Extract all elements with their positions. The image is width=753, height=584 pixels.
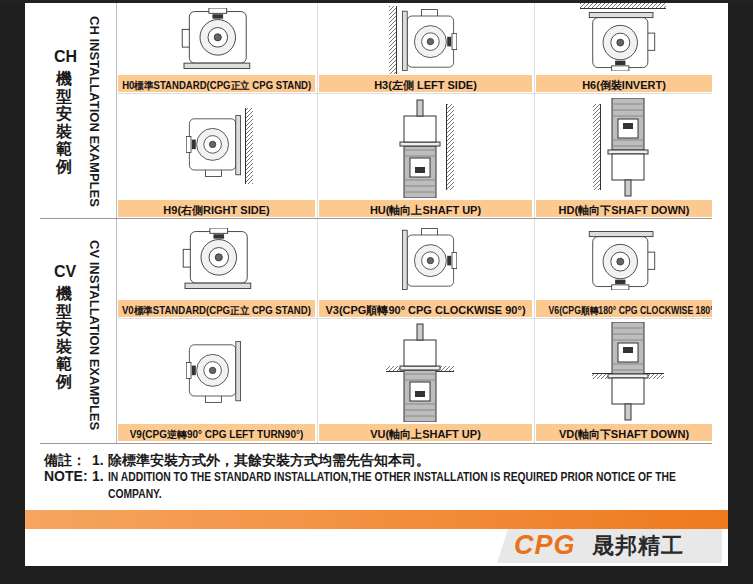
caption-text: H0標準STANDARD(CPG正立 CPG STAND) [122, 77, 311, 92]
orange-band [25, 510, 728, 529]
caption-text: HU(軸向上SHAFT UP) [370, 202, 481, 217]
section-title-en: CH INSTALLATION EXAMPLES [87, 16, 101, 207]
section-code: CV [54, 263, 76, 281]
caption-text: VU(軸向上SHAFT UP) [370, 426, 481, 441]
caption-text: H9(右側RIGHT SIDE) [163, 202, 269, 217]
caption-text: V3(CPG順轉90° CPG CLOCKWISE 90°) [325, 302, 525, 317]
drawing-part [389, 6, 396, 74]
note-text: 除標準安裝方式外，其餘安裝方式均需先告知本司。 [108, 452, 430, 468]
drawing-part [608, 98, 648, 196]
caption-bar: HU(軸向上SHAFT UP) [319, 200, 532, 217]
drawing-part [317, 3, 318, 443]
drawing-part [447, 104, 454, 190]
drawing-part [580, 3, 666, 8]
drawing-part [183, 228, 251, 288]
caption-bar: V0標準STANDARD(CPG正立 CPG STAND) [118, 300, 315, 317]
caption-text: H3(左側 LEFT SIDE) [374, 77, 477, 92]
drawing-part [186, 116, 240, 177]
drawing-part [589, 231, 654, 290]
caption-bar: V3(CPG順轉90° CPG CLOCKWISE 90°) [319, 300, 532, 317]
caption-text: V9(CPG逆轉90° CPG LEFT TURN90°) [130, 426, 304, 441]
caption-bar: V6(CPG順轉180° CPG CLOCKWISE 180°) [536, 300, 712, 317]
note-number: 1. [92, 452, 104, 468]
drawing-part [245, 108, 246, 184]
caption-bar: HD(軸向下SHAFT DOWN) [536, 200, 712, 217]
caption-bar: H6(倒裝INVERT) [536, 75, 712, 92]
drawing-part [116, 3, 117, 443]
drawing-part [608, 322, 648, 420]
drawing-part [446, 104, 447, 190]
drawing-part [116, 318, 712, 319]
note-text: IN ADDITION TO THE STANDARD INSTALLATION… [108, 469, 710, 503]
logo-panel [497, 529, 722, 563]
section-title-zh: 機型安裝範例 [56, 285, 72, 391]
drawing-part [182, 8, 250, 68]
drawing-part [580, 8, 666, 9]
caption-bar: H0標準STANDARD(CPG正立 CPG STAND) [118, 75, 315, 92]
drawing-part [534, 3, 535, 443]
drawing-part [400, 324, 440, 422]
caption-text: H6(倒裝INVERT) [582, 77, 666, 92]
caption-text: VD(軸向下SHAFT DOWN) [559, 426, 689, 441]
grid [40, 3, 712, 444]
drawing-part [186, 342, 240, 403]
caption-text: V0標準STANDARD(CPG正立 CPG STAND) [122, 302, 311, 317]
caption-bar: V9(CPG逆轉90° CPG LEFT TURN90°) [118, 424, 315, 441]
section-code: CH [54, 48, 77, 66]
caption-text: V6(CPG順轉180° CPG CLOCKWISE 180°) [549, 302, 712, 317]
caption-bar: VD(軸向下SHAFT DOWN) [536, 424, 712, 441]
section-title-zh: 機型安裝範例 [56, 70, 72, 176]
note-head: 備註： [44, 452, 86, 468]
brand-logo: CPG [514, 530, 576, 560]
caption-bar: H3(左側 LEFT SIDE) [319, 75, 532, 92]
page-ground [25, 0, 728, 566]
caption-text: HD(軸向下SHAFT DOWN) [559, 202, 690, 217]
drawing-part [400, 100, 440, 198]
drawing-part [40, 443, 712, 444]
drawing-part [116, 93, 712, 94]
section-title-en: CV INSTALLATION EXAMPLES [87, 240, 101, 430]
drawing-part [589, 12, 654, 71]
drawing-part [402, 229, 456, 290]
top-rule [0, 0, 753, 3]
drawing-part [396, 6, 397, 74]
drawing-part [600, 104, 601, 190]
drawing-part [246, 108, 253, 184]
drawing-part [593, 104, 600, 190]
drawing-part [402, 10, 456, 71]
brand-name: 晟邦精工 [592, 531, 684, 561]
drawing-part [40, 218, 712, 219]
caption-bar: VU(軸向上SHAFT UP) [319, 424, 532, 441]
note-number: 1. [92, 468, 104, 484]
note-head: NOTE: [44, 468, 88, 484]
caption-bar: H9(右側RIGHT SIDE) [118, 200, 315, 217]
